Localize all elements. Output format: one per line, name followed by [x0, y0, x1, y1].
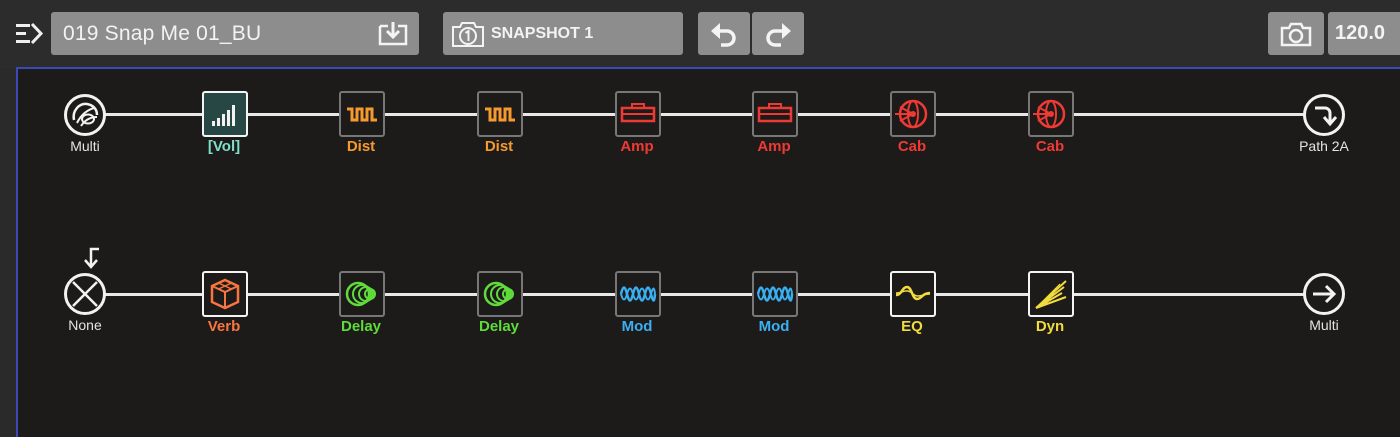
tempo-display[interactable]: 120.0 [1328, 12, 1400, 55]
path-b-line [85, 293, 1325, 296]
block-mod-1[interactable] [615, 271, 661, 317]
path-a-output[interactable] [1303, 94, 1345, 136]
block-dist-1-label: Dist [346, 138, 376, 155]
block-cab-1[interactable] [890, 91, 936, 137]
block-dist-2[interactable] [477, 91, 523, 137]
block-dist-1[interactable] [339, 91, 385, 137]
distortion-wave-icon [485, 107, 515, 122]
redo-icon [766, 23, 791, 47]
camera-button[interactable] [1268, 12, 1324, 55]
menu-arrow-icon[interactable] [14, 19, 46, 49]
snapshot-selector[interactable]: SNAPSHOT 1 [443, 12, 683, 55]
reverb-cube-icon [210, 278, 240, 310]
block-mod-2-label: Mod [758, 318, 790, 335]
signal-chain-grid: Multi [Vol] Dist Dist Amp [16, 67, 1400, 437]
volume-bars-icon [212, 105, 235, 126]
path-b-output-label: Multi [1309, 317, 1339, 333]
none-input-icon [72, 281, 98, 307]
block-dist-2-label: Dist [484, 138, 514, 155]
block-amp-2-label: Amp [757, 138, 791, 155]
block-mod-1-label: Mod [621, 318, 653, 335]
path-b-input[interactable] [64, 273, 106, 315]
block-amp-1[interactable] [615, 91, 661, 137]
amp-head-icon [757, 103, 793, 123]
delay-rings-icon [345, 281, 376, 307]
snapshot-label: SNAPSHOT 1 [491, 25, 594, 42]
top-bar: 019 Snap Me 01_BU SNAPSHOT 1 [0, 0, 1400, 68]
preset-name-field[interactable]: 019 Snap Me 01_BU [51, 12, 419, 55]
save-icon[interactable] [377, 21, 409, 47]
block-dyn-label: Dyn [1035, 318, 1065, 335]
block-eq[interactable] [890, 271, 936, 317]
dynamics-icon [1035, 280, 1067, 309]
block-mod-2[interactable] [752, 271, 798, 317]
speaker-cab-icon [1033, 99, 1066, 129]
camera-icon [1280, 22, 1312, 47]
block-delay-2[interactable] [477, 271, 523, 317]
block-delay-1[interactable] [339, 271, 385, 317]
block-amp-1-label: Amp [620, 138, 654, 155]
block-verb-label: Verb [207, 318, 241, 335]
modulation-wave-icon [756, 286, 794, 302]
path-a-input-label: Multi [70, 138, 100, 154]
eq-curve-icon [895, 285, 931, 301]
right-arrow-icon [1313, 284, 1337, 304]
multi-input-icon [72, 102, 99, 127]
block-verb[interactable] [202, 271, 248, 317]
block-amp-2[interactable] [752, 91, 798, 137]
redo-button[interactable] [752, 12, 804, 55]
block-delay-2-label: Delay [478, 318, 520, 335]
speaker-cab-icon [895, 99, 928, 129]
delay-rings-icon [483, 281, 514, 307]
block-delay-1-label: Delay [340, 318, 382, 335]
block-eq-label: EQ [901, 318, 923, 335]
path-b-output[interactable] [1303, 273, 1345, 315]
block-vol[interactable] [202, 91, 248, 137]
path-a-output-label: Path 2A [1299, 138, 1349, 154]
snapshot-icon [451, 20, 485, 48]
path-b-input-label: None [68, 317, 102, 333]
block-cab-2[interactable] [1028, 91, 1074, 137]
block-cab-2-label: Cab [1035, 138, 1065, 155]
path-a-line [85, 113, 1325, 116]
path-a-input[interactable] [64, 94, 106, 136]
block-dyn[interactable] [1028, 271, 1074, 317]
amp-head-icon [620, 103, 656, 123]
split-down-arrow-icon [77, 246, 103, 270]
preset-name: 019 Snap Me 01_BU [63, 22, 262, 45]
block-cab-1-label: Cab [897, 138, 927, 155]
down-turn-arrow-icon [1315, 106, 1338, 127]
undo-icon [711, 23, 736, 47]
undo-button[interactable] [698, 12, 750, 55]
block-vol-label: [Vol] [207, 138, 241, 155]
modulation-wave-icon [619, 286, 657, 302]
distortion-wave-icon [347, 107, 377, 122]
